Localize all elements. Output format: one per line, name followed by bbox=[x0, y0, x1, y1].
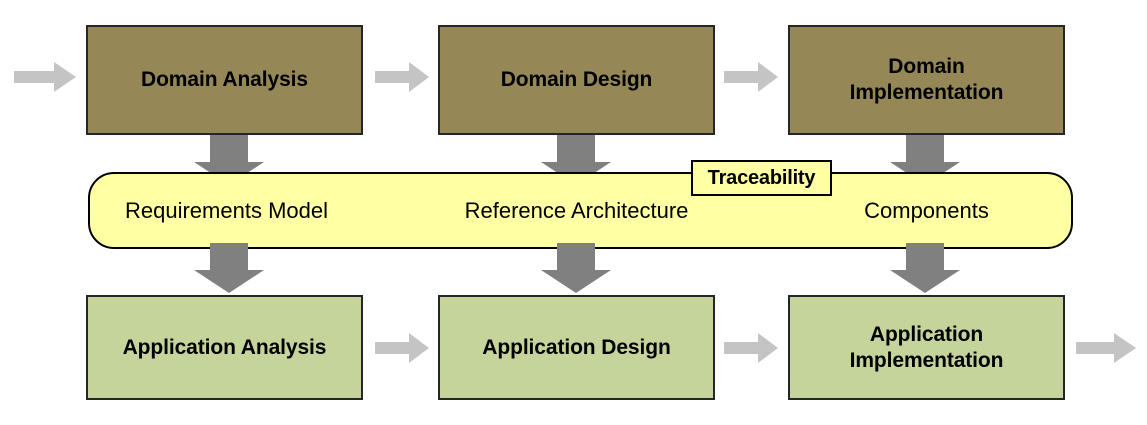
application-flow-arrow-2-icon bbox=[724, 333, 778, 363]
domain-design-box[interactable]: Domain Design bbox=[438, 25, 715, 135]
application-design-label: Application Design bbox=[482, 335, 671, 359]
application-implementation-label: Application Implementation bbox=[849, 322, 1004, 372]
domain-flow-arrow-1-icon bbox=[375, 62, 429, 92]
application-analysis-box[interactable]: Application Analysis bbox=[86, 295, 363, 400]
entry-arrow-right-icon bbox=[14, 62, 76, 92]
application-analysis-label: Application Analysis bbox=[122, 335, 327, 359]
application-flow-arrow-1-icon bbox=[375, 333, 429, 363]
requirements-model-label: Requirements Model bbox=[125, 198, 328, 223]
domain-implementation-label: Domain Implementation bbox=[849, 55, 1004, 104]
domain-analysis-label: Domain Analysis bbox=[141, 68, 308, 92]
application-design-box[interactable]: Application Design bbox=[438, 295, 715, 400]
components-label: Components bbox=[864, 198, 989, 223]
band-to-application-arrow-1-icon bbox=[194, 243, 264, 293]
traceability-box[interactable]: Traceability bbox=[691, 160, 832, 196]
band-to-application-arrow-2-icon bbox=[541, 243, 611, 293]
reference-architecture-label: Reference Architecture bbox=[464, 198, 689, 223]
domain-flow-arrow-2-icon bbox=[724, 62, 778, 92]
domain-design-label: Domain Design bbox=[500, 68, 653, 92]
application-implementation-box[interactable]: Application Implementation bbox=[788, 295, 1065, 400]
domain-implementation-box[interactable]: Domain Implementation bbox=[788, 25, 1065, 135]
domain-analysis-box[interactable]: Domain Analysis bbox=[86, 25, 363, 135]
exit-arrow-right-icon bbox=[1076, 333, 1136, 363]
traceability-label: Traceability bbox=[707, 166, 816, 189]
band-to-application-arrow-3-icon bbox=[890, 243, 960, 293]
